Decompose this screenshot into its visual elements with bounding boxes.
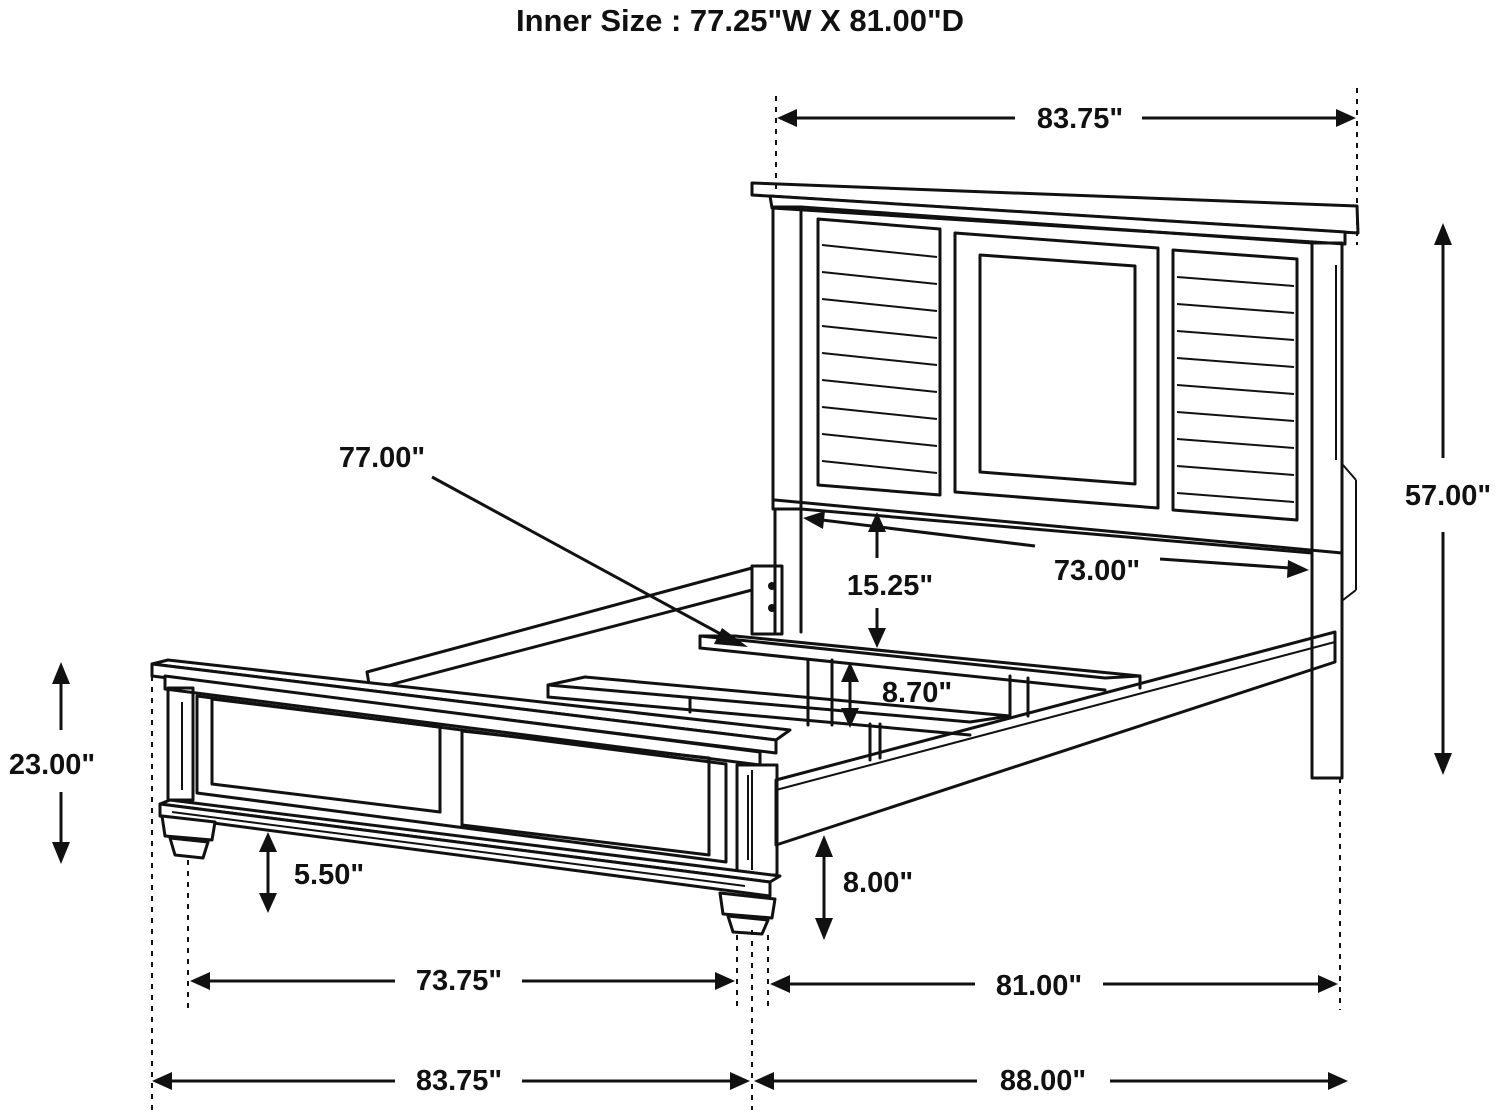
left-louvers [821, 244, 938, 474]
label-rail-length: 77.00" [339, 442, 425, 474]
label-inner-length: 81.00" [996, 970, 1082, 1002]
label-overall-width: 83.75" [416, 1065, 502, 1097]
label-overall-length: 88.00" [1000, 1065, 1086, 1097]
dimension-arrows [52, 109, 1452, 1090]
label-headboard-height: 57.00" [1405, 480, 1491, 512]
label-slat-height: 8.70" [882, 677, 952, 709]
label-foot-clearance: 5.50" [294, 859, 364, 891]
label-headboard-width: 83.75" [1037, 103, 1123, 135]
right-louvers [1176, 276, 1295, 503]
label-footboard-inner-width: 73.75" [416, 965, 502, 997]
label-rail-clearance: 8.00" [843, 867, 913, 899]
diagram-title: Inner Size : 77.25"W X 81.00"D [516, 3, 964, 38]
label-headboard-clearance: 15.25" [847, 570, 933, 602]
label-inner-width: 73.00" [1054, 555, 1140, 587]
extension-lines [151, 88, 1358, 1110]
footboard [150, 658, 792, 936]
headboard [750, 181, 1360, 780]
label-footboard-height: 23.00" [9, 749, 95, 781]
